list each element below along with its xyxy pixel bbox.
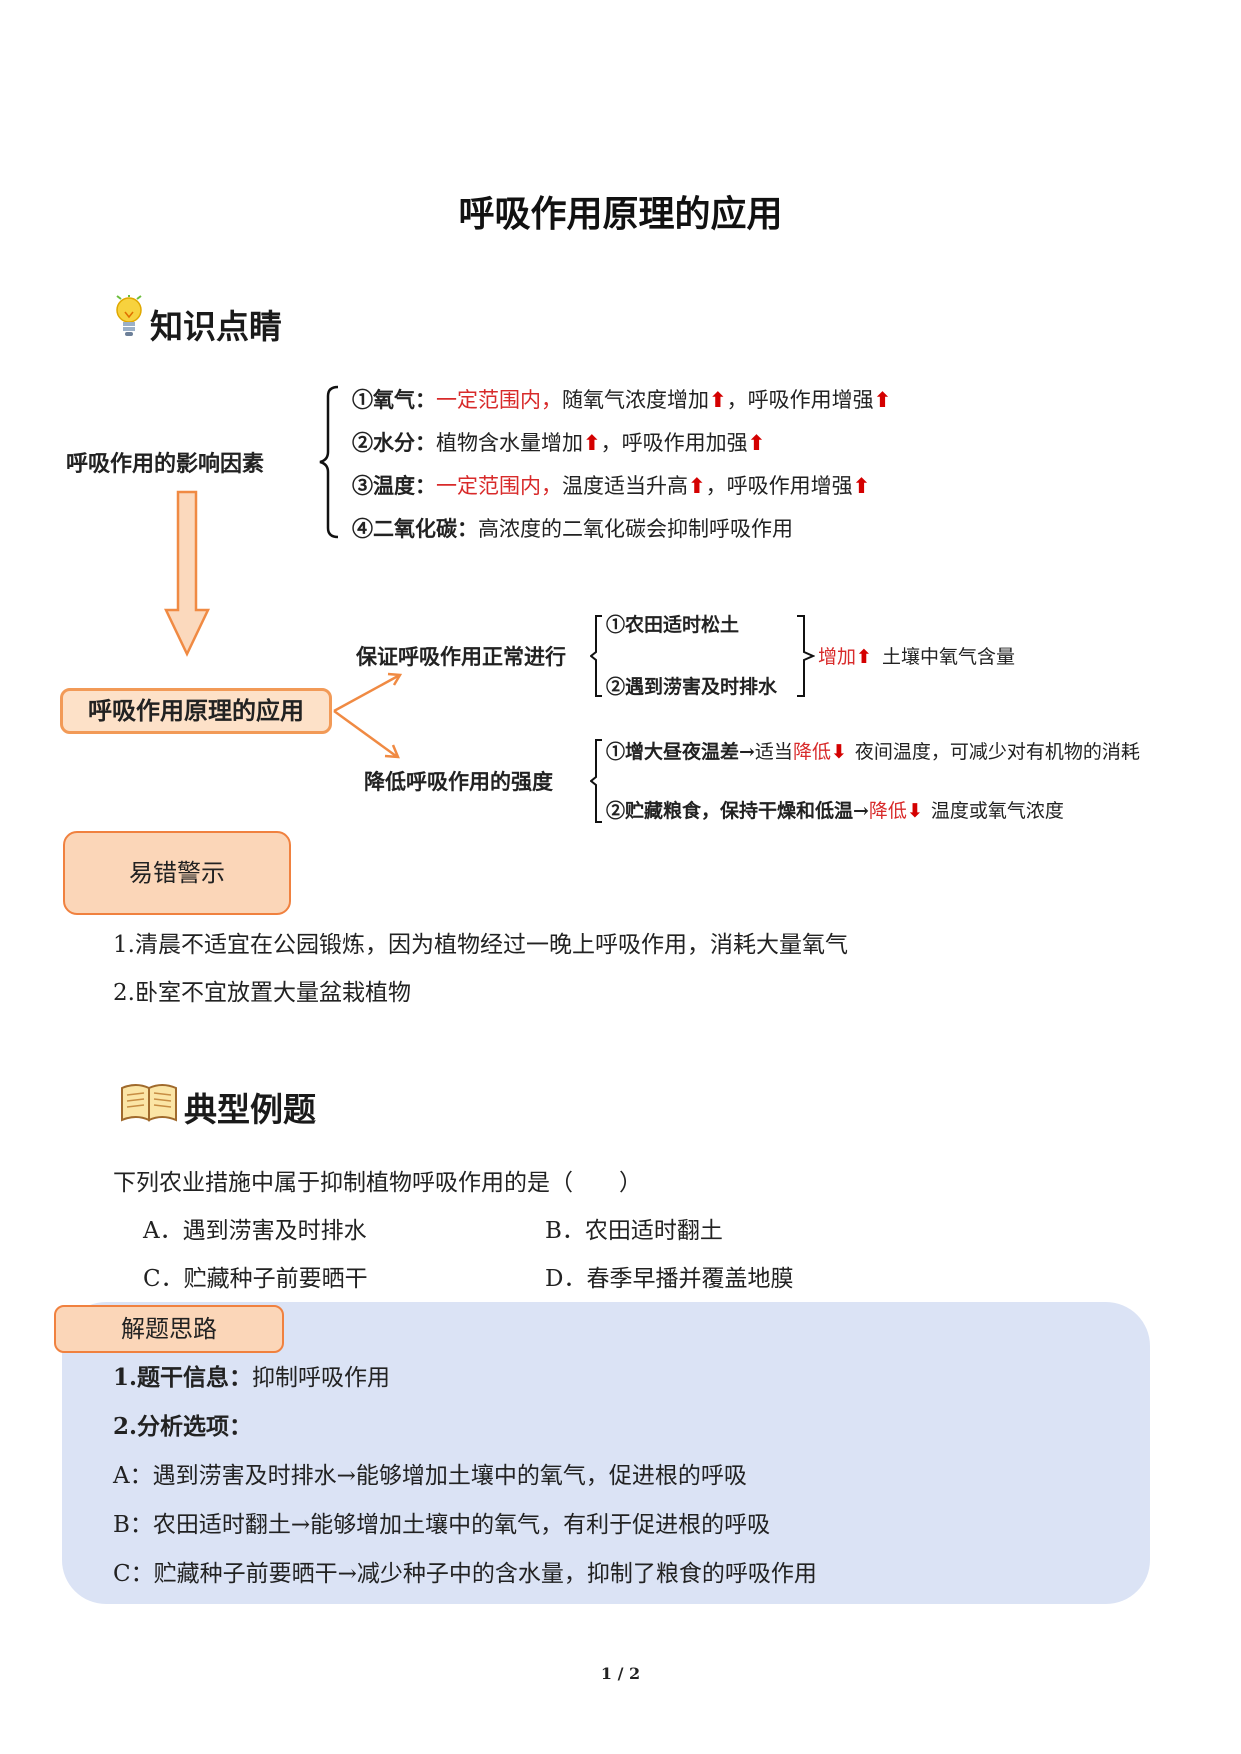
up-arrow-icon: ⬆ xyxy=(852,474,871,498)
section-knowledge-heading: 知识点睛 xyxy=(150,307,282,346)
branch1-item-1: ①农田适时松土 xyxy=(606,614,740,636)
option-c: C．贮藏种子前要晒干 xyxy=(143,1266,368,1292)
down-arrow-small-icon: ⬇ xyxy=(830,741,847,763)
branch-arrows xyxy=(333,672,403,759)
branch2-label: 降低呼吸作用的强度 xyxy=(364,769,553,794)
page-title: 呼吸作用原理的应用 xyxy=(458,194,783,235)
analysis-option-c: C：贮藏种子前要晒干→减少种子中的含水量，抑制了粮食的呼吸作用 xyxy=(113,1561,817,1587)
analysis-tab: 解题思路 xyxy=(54,1305,284,1353)
warning-item-2: 2.卧室不宜放置大量盆栽植物 xyxy=(113,980,411,1006)
down-arrow-small-icon: ⬇ xyxy=(906,800,923,822)
branch1-bracket-right xyxy=(797,615,815,697)
branch1-result: 增加⬆土壤中氧气含量 xyxy=(818,646,1015,668)
branch1-item-2: ②遇到涝害及时排水 xyxy=(606,676,778,698)
option-b: B．农田适时翻土 xyxy=(545,1218,723,1244)
branch1-label: 保证呼吸作用正常进行 xyxy=(356,644,566,669)
factor-temperature: ③温度：一定范围内，温度适当升高⬆，呼吸作用增强⬆ xyxy=(352,473,871,498)
down-arrow-icon xyxy=(164,490,210,657)
branch2-item-1: ①增大昼夜温差→适当降低⬇夜间温度，可减少对有机物的消耗 xyxy=(606,741,1140,763)
branch1-bracket-left xyxy=(590,615,602,697)
analysis-line-1: 1.题干信息：抑制呼吸作用 xyxy=(113,1364,391,1391)
analysis-option-b: B：农田适时翻土→能够增加土壤中的氧气，有利于促进根的呼吸 xyxy=(113,1512,771,1538)
up-arrow-icon: ⬆ xyxy=(856,646,872,668)
up-arrow-icon: ⬆ xyxy=(709,388,727,412)
factors-root-label: 呼吸作用的影响因素 xyxy=(66,451,265,477)
analysis-line-2: 2.分析选项： xyxy=(113,1413,253,1440)
option-d: D．春季早播并覆盖地膜 xyxy=(545,1266,794,1292)
section-example-heading: 典型例题 xyxy=(184,1090,316,1129)
up-arrow-icon: ⬆ xyxy=(583,431,601,455)
question-stem: 下列农业措施中属于抑制植物呼吸作用的是（ ） xyxy=(113,1170,642,1196)
book-icon xyxy=(118,1080,180,1124)
factor-co2: ④二氧化碳：高浓度的二氧化碳会抑制呼吸作用 xyxy=(352,516,793,541)
option-a: A．遇到涝害及时排水 xyxy=(143,1218,367,1244)
page-number: 1 / 2 xyxy=(600,1664,641,1683)
factor-water: ②水分：植物含水量增加⬆，呼吸作用加强⬆ xyxy=(352,430,766,455)
lightbulb-icon xyxy=(112,294,146,339)
warning-label-box: 易错警示 xyxy=(63,831,291,915)
analysis-option-a: A：遇到涝害及时排水→能够增加土壤中的氧气，促进根的呼吸 xyxy=(113,1463,747,1489)
warning-item-1: 1.清晨不适宜在公园锻炼，因为植物经过一晚上呼吸作用，消耗大量氧气 xyxy=(113,932,848,958)
up-arrow-icon: ⬆ xyxy=(747,431,766,455)
branch2-item-2: ②贮藏粮食，保持干燥和低温→降低⬇温度或氧气浓度 xyxy=(606,800,1064,822)
up-arrow-icon: ⬆ xyxy=(873,388,892,412)
up-arrow-icon: ⬆ xyxy=(688,474,706,498)
application-root-box: 呼吸作用原理的应用 xyxy=(60,688,332,734)
factors-bracket xyxy=(319,385,339,539)
factor-oxygen: ①氧气：一定范围内，随氧气浓度增加⬆，呼吸作用增强⬆ xyxy=(352,387,892,412)
branch2-bracket xyxy=(590,739,602,823)
